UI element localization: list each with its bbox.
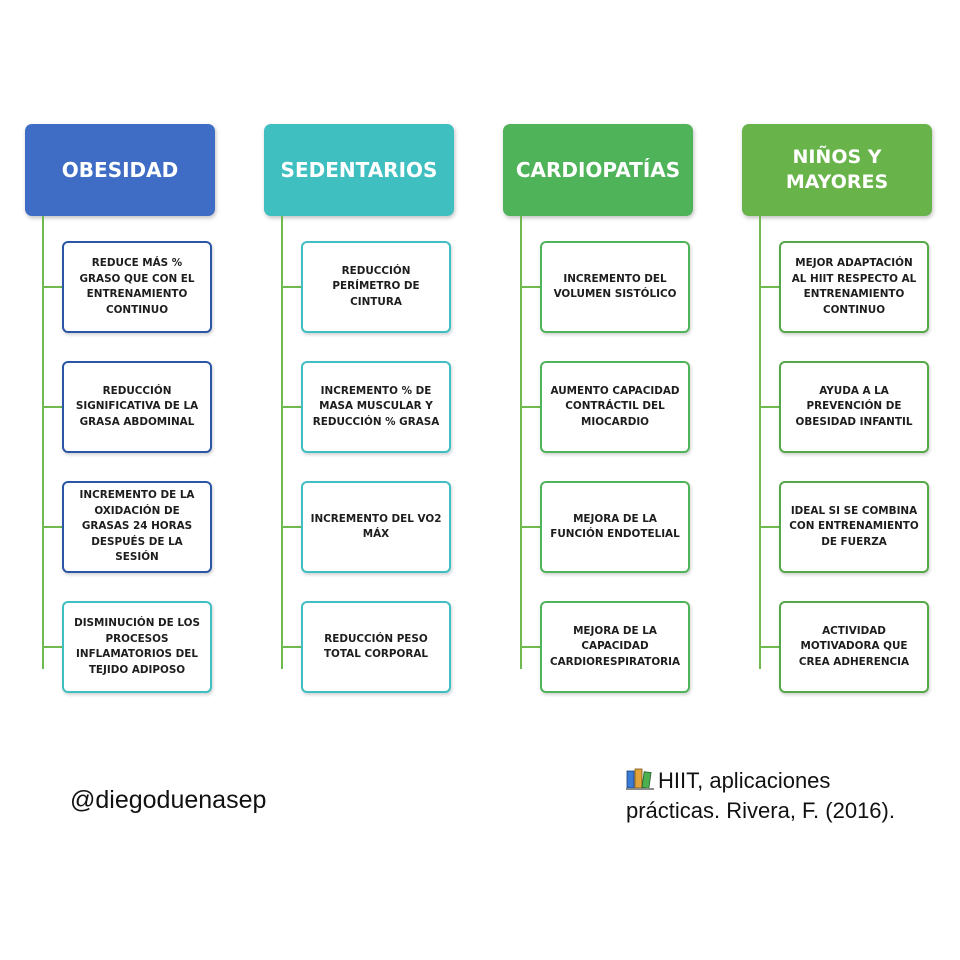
- header-sedentarios-title: SEDENTARIOS: [280, 157, 438, 182]
- connector-vertical: [520, 216, 522, 669]
- connector-branch: [759, 646, 779, 648]
- author-handle: @diegoduenasep: [70, 786, 267, 814]
- connector-branch: [520, 646, 540, 648]
- benefit-box: INCREMENTO DE LA OXIDACIÓN DE GRASAS 24 …: [62, 481, 212, 573]
- header-obesidad: OBESIDAD: [25, 124, 215, 216]
- benefit-text: REDUCCIÓN PERÍMETRO DE CINTURA: [332, 264, 420, 308]
- benefit-text: MEJORA DE LA CAPACIDAD CARDIORESPIRATORI…: [549, 624, 681, 668]
- benefit-box: DISMINUCIÓN DE LOS PROCESOS INFLAMATORIO…: [62, 601, 212, 693]
- connector-branch: [281, 646, 301, 648]
- benefit-text: REDUCE MÁS % GRASO QUE CON EL ENTRENAMIE…: [79, 257, 195, 316]
- connector-branch: [759, 286, 779, 288]
- books-icon: [626, 768, 654, 790]
- column-cardiopatias: CARDIOPATÍAS INCREMENTO DEL VOLUMEN SIST…: [503, 124, 743, 704]
- benefit-box: REDUCCIÓN PESO TOTAL CORPORAL: [301, 601, 451, 693]
- header-obesidad-title: OBESIDAD: [61, 157, 179, 182]
- connector-branch: [520, 406, 540, 408]
- benefit-text: MEJOR ADAPTACIÓN AL HIIT RESPECTO AL ENT…: [791, 257, 917, 316]
- connector-branch: [42, 646, 62, 648]
- benefit-box: INCREMENTO DEL VOLUMEN SISTÓLICO: [540, 241, 690, 333]
- header-sedentarios: SEDENTARIOS: [264, 124, 454, 216]
- connector-branch: [42, 526, 62, 528]
- benefit-text: INCREMENTO DE LA OXIDACIÓN DE GRASAS 24 …: [79, 489, 195, 564]
- benefit-box: INCREMENTO % DE MASA MUSCULAR Y REDUCCIÓ…: [301, 361, 451, 453]
- connector-branch: [281, 526, 301, 528]
- benefit-text: DISMINUCIÓN DE LOS PROCESOS INFLAMATORIO…: [74, 617, 200, 676]
- connector-branch: [281, 286, 301, 288]
- benefit-box: IDEAL SI SE COMBINA CON ENTRENAMIENTO DE…: [779, 481, 929, 573]
- connector-branch: [520, 526, 540, 528]
- header-ninos-y-mayores: NIÑOS Y MAYORES: [742, 124, 932, 216]
- benefit-text: IDEAL SI SE COMBINA CON ENTRENAMIENTO DE…: [789, 504, 919, 548]
- benefit-text: ACTIVIDAD MOTIVADORA QUE CREA ADHERENCIA: [798, 624, 910, 668]
- benefit-box: REDUCCIÓN SIGNIFICATIVA DE LA GRASA ABDO…: [62, 361, 212, 453]
- connector-branch: [759, 406, 779, 408]
- benefit-box: AYUDA A LA PREVENCIÓN DE OBESIDAD INFANT…: [779, 361, 929, 453]
- header-ninos-y-mayores-title: NIÑOS Y MAYORES: [785, 146, 889, 193]
- benefit-box: MEJORA DE LA FUNCIÓN ENDOTELIAL: [540, 481, 690, 573]
- benefit-text: AYUDA A LA PREVENCIÓN DE OBESIDAD INFANT…: [795, 384, 913, 428]
- benefit-box: REDUCE MÁS % GRASO QUE CON EL ENTRENAMIE…: [62, 241, 212, 333]
- connector-branch: [281, 406, 301, 408]
- connector-branch: [759, 526, 779, 528]
- benefit-box: ACTIVIDAD MOTIVADORA QUE CREA ADHERENCIA: [779, 601, 929, 693]
- header-cardiopatias: CARDIOPATÍAS: [503, 124, 693, 216]
- connector-vertical: [281, 216, 283, 669]
- benefit-text: INCREMENTO DEL VO2 MÁX: [310, 512, 442, 541]
- connector-branch: [42, 286, 62, 288]
- connector-branch: [42, 406, 62, 408]
- benefit-text: INCREMENTO DEL VOLUMEN SISTÓLICO: [553, 272, 677, 301]
- benefit-text: INCREMENTO % DE MASA MUSCULAR Y REDUCCIÓ…: [312, 384, 440, 428]
- benefit-box: MEJOR ADAPTACIÓN AL HIIT RESPECTO AL ENT…: [779, 241, 929, 333]
- hiit-benefits-diagram: OBESIDAD REDUCE MÁS % GRASO QUE CON EL E…: [25, 124, 960, 704]
- benefit-text: REDUCCIÓN PESO TOTAL CORPORAL: [323, 632, 429, 661]
- citation-line-2: prácticas. Rivera, F. (2016).: [626, 798, 895, 823]
- benefit-box: REDUCCIÓN PERÍMETRO DE CINTURA: [301, 241, 451, 333]
- benefit-box: AUMENTO CAPACIDAD CONTRÁCTIL DEL MIOCARD…: [540, 361, 690, 453]
- header-cardiopatias-title: CARDIOPATÍAS: [515, 157, 681, 182]
- connector-branch: [520, 286, 540, 288]
- column-obesidad: OBESIDAD REDUCE MÁS % GRASO QUE CON EL E…: [25, 124, 265, 704]
- connector-vertical: [759, 216, 761, 669]
- benefit-text: AUMENTO CAPACIDAD CONTRÁCTIL DEL MIOCARD…: [550, 384, 680, 428]
- connector-vertical: [42, 216, 44, 669]
- benefit-box: MEJORA DE LA CAPACIDAD CARDIORESPIRATORI…: [540, 601, 690, 693]
- benefit-box: INCREMENTO DEL VO2 MÁX: [301, 481, 451, 573]
- benefit-text: MEJORA DE LA FUNCIÓN ENDOTELIAL: [550, 512, 680, 541]
- citation-line-1: HIIT, aplicaciones: [658, 768, 831, 793]
- citation: HIIT, aplicaciones prácticas. Rivera, F.…: [626, 766, 946, 826]
- column-ninos-y-mayores: NIÑOS Y MAYORES MEJOR ADAPTACIÓN AL HIIT…: [742, 124, 960, 704]
- benefit-text: REDUCCIÓN SIGNIFICATIVA DE LA GRASA ABDO…: [75, 384, 199, 428]
- column-sedentarios: SEDENTARIOS REDUCCIÓN PERÍMETRO DE CINTU…: [264, 124, 504, 704]
